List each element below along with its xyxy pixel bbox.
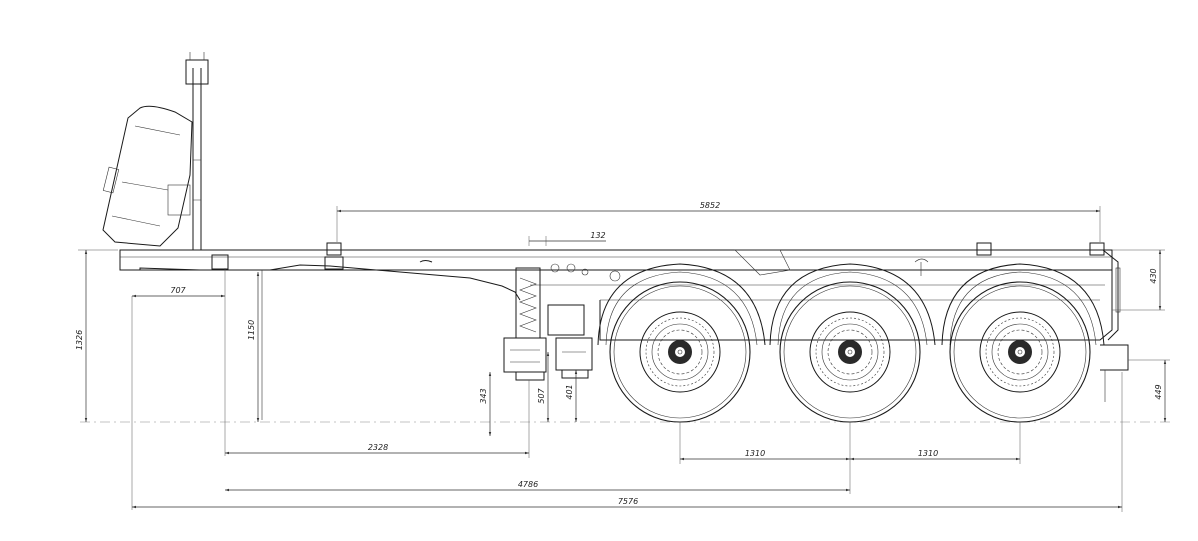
front-bulkhead (102, 105, 193, 247)
dim-leg-clearance: 343 (479, 372, 492, 436)
dim-label-front-overhang: 707 (170, 286, 186, 295)
dim-label-kingpin-offset: 132 (590, 231, 605, 240)
dim-rear-bumper: 449 (1128, 359, 1170, 422)
fender-2 (769, 263, 936, 346)
main-deck (119, 249, 1113, 271)
dim-label-rear-bumper: 449 (1154, 384, 1163, 399)
wheel-1 (609, 281, 751, 423)
dim-label-axle-spacing-1: 1310 (745, 449, 765, 458)
dim-label-leg-foot: 401 (565, 384, 574, 399)
wheel-3 (949, 281, 1091, 423)
dim-kingpin-offset: 132 (528, 231, 606, 246)
dim-label-coupling-height: 1150 (247, 320, 256, 340)
dim-overall-length: 7576 (132, 372, 1123, 512)
dim-rear-height: 430 (1112, 249, 1165, 311)
dim-kingpin-to-axle: 4786 (225, 480, 850, 492)
dim-deck-length: 5852 (336, 201, 1101, 242)
front-mast (192, 68, 202, 250)
dim-label-overall-height: 1326 (75, 330, 84, 350)
fender-1 (597, 263, 766, 346)
dim-label-leg-height: 507 (537, 387, 546, 403)
dim-kingpin-to-legs: 2328 (225, 380, 530, 458)
rear-frame (520, 269, 1113, 341)
dim-label-kingpin-to-legs: 2328 (368, 443, 388, 452)
dim-leg-height: 507 (537, 352, 550, 422)
dim-overall-height: 1326 (75, 249, 118, 422)
trailer-body (102, 52, 1129, 420)
dim-label-kingpin-to-axle: 4786 (518, 480, 538, 489)
dim-label-leg-clearance: 343 (479, 388, 488, 403)
wheel-2 (779, 281, 921, 423)
dim-label-rear-height: 430 (1149, 268, 1158, 283)
dim-label-axle-spacing-2: 1310 (918, 449, 938, 458)
dim-coupling-height: 1150 (247, 272, 260, 422)
dim-leg-foot: 401 (565, 370, 578, 422)
dim-front-overhang: 707 (131, 268, 226, 510)
dim-label-overall-length: 7576 (618, 497, 638, 506)
dim-label-deck-length: 5852 (700, 201, 720, 210)
dim-axle-spacing: 1310 1310 (679, 422, 1021, 494)
fender-3 (941, 263, 1105, 346)
